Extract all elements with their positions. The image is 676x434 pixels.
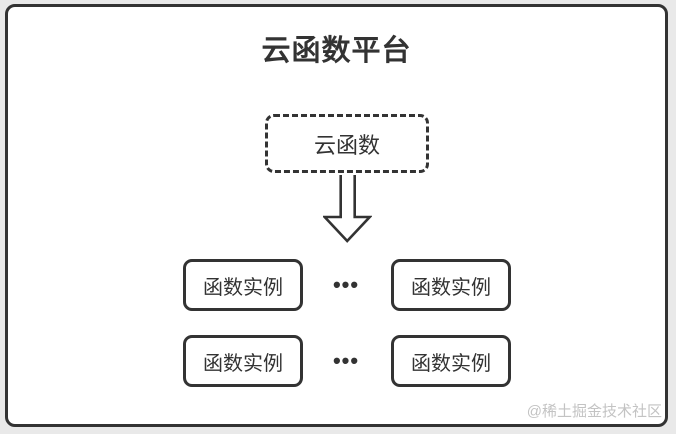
function-instance-label: 函数实例	[411, 276, 491, 299]
down-arrow-icon	[323, 175, 372, 243]
diagram-frame: 云函数平台 云函数 函数实例 ••• 函数实例 函数实例 ••• 函数实例	[5, 4, 668, 427]
cloud-function-node-label: 云函数	[313, 132, 380, 158]
ellipsis-row-2: •••	[332, 348, 360, 373]
function-instance-box: 函数实例	[391, 335, 511, 387]
function-instance-label: 函数实例	[203, 276, 283, 299]
function-instance-box: 函数实例	[183, 259, 303, 311]
function-instance-label: 函数实例	[203, 352, 283, 375]
ellipsis-row-1: •••	[332, 272, 360, 297]
function-instance-box: 函数实例	[183, 335, 303, 387]
watermark: @稀土掘金技术社区	[526, 403, 662, 420]
function-instance-label: 函数实例	[411, 352, 491, 375]
diagram-title: 云函数平台	[261, 35, 412, 67]
function-instance-box: 函数实例	[391, 259, 511, 311]
cloud-function-node: 云函数	[265, 114, 429, 173]
